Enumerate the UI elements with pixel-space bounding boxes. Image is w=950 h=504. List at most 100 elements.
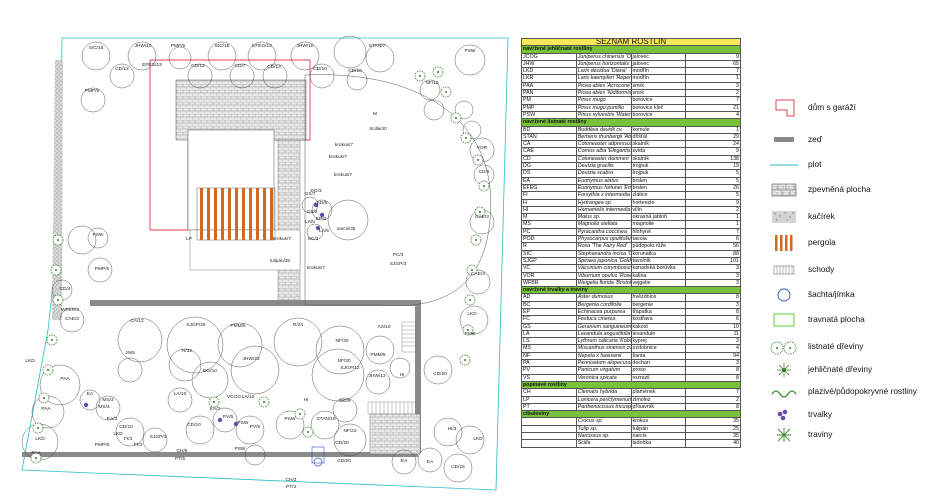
planting-bed-circle [168, 348, 202, 382]
plant-latin-name: Larix decidua 'Diana' [575, 67, 632, 76]
plant-symbols [30, 66, 490, 464]
tree-center [51, 339, 53, 341]
planting-bed-circle [389, 357, 411, 379]
legend-label: pergola [808, 237, 836, 247]
plant-code: SJGP [521, 256, 577, 266]
tree-center [299, 413, 301, 415]
plant-code: PSW [521, 110, 577, 120]
plant-latin-name: Larix kaempferi 'Repens' [575, 74, 632, 83]
lawn [304, 74, 492, 306]
legend-item: zeď [760, 130, 950, 150]
plant-label: PMP/5 [95, 442, 110, 448]
plant-quantity: 5 [685, 169, 741, 178]
plant-czech-name: přísavník [630, 402, 687, 412]
tree-center [477, 159, 479, 161]
plant-latin-name: Pyracantha coccinea [575, 227, 632, 237]
plant-label: VCOG [227, 394, 241, 400]
planting-bed-circle [465, 269, 491, 295]
plant-label: LKD [473, 436, 483, 442]
tree-center [47, 369, 49, 371]
category-label: navržené trvalky a traviny [521, 286, 741, 295]
planting-bed-circle [454, 44, 486, 76]
plant-latin-name: Picea abies 'Acrocone' [575, 81, 632, 91]
plant-quantity: 7 [685, 388, 741, 397]
plant-quantity: 8 [685, 307, 741, 317]
tree-center [464, 359, 466, 361]
tree-center [437, 71, 439, 73]
planting-bed-circle [81, 41, 111, 71]
planting-bed-circle [212, 407, 238, 433]
table-title-row: SEZNAM ROSTLIN [521, 37, 741, 47]
planting-bed-circle [423, 99, 445, 121]
plant-quantity: 10 [685, 322, 741, 331]
plant-czech-name: svída [630, 147, 687, 156]
plant-quantity: 3 [685, 264, 741, 273]
planting-bed-circle [459, 305, 489, 335]
table-title: SEZNAM ROSTLIN [521, 37, 741, 47]
tree-center [445, 91, 447, 93]
wall-bottom [22, 452, 418, 457]
planting-bed-circle [217, 322, 263, 368]
plant-quantity: 35 [685, 432, 741, 441]
perennial-symbol [83, 402, 89, 408]
tree-center [419, 75, 421, 77]
plant-latin-name: Lavandula angustifolia [575, 329, 632, 339]
plant-quantity: 5 [685, 176, 741, 185]
plant-label: CD/4 [60, 286, 71, 292]
plant-code: PV [521, 366, 577, 375]
planting-bed-circle [346, 69, 368, 91]
plant-quantity: 138 [685, 154, 741, 164]
plant-label: JHW/13 [368, 373, 385, 379]
tree-center [475, 239, 477, 241]
plant-czech-name: modřín [630, 67, 687, 76]
plant-quantity: 1 [685, 213, 741, 222]
plant-code: DG [521, 162, 577, 171]
plant-label: JHW/10 [296, 43, 313, 49]
plant-latin-name: Pinus mugo [575, 96, 632, 105]
plant-label: CAE/3 [475, 214, 489, 220]
planting-bed-circle [117, 357, 143, 383]
plant-latin-name: Stephanandra incisa 'Crispa' [575, 249, 632, 258]
planting-bed-circle [455, 425, 485, 455]
plant-label: krokus/7 [334, 172, 352, 178]
plant-latin-name: Pennisetum alopecuroides [575, 359, 632, 368]
plant-label: NF/13 [425, 80, 438, 86]
plant-czech-name: smrk [630, 81, 687, 91]
stairs-icon [773, 265, 795, 275]
plant-label: PMP/5 [95, 266, 110, 272]
plant-code: CH [521, 388, 577, 397]
tree-center [37, 427, 39, 429]
plant-code: GS [521, 322, 577, 331]
plant-code: BD [521, 125, 577, 134]
plant-latin-name: Crocus sp. [575, 417, 632, 426]
plant-label: narcis/35 [337, 226, 356, 231]
wall-icon [774, 137, 794, 142]
plant-czech-name: ladoňka [630, 439, 687, 448]
plant-czech-name: dochan [630, 359, 687, 368]
plant-label: HI [304, 397, 309, 403]
paving-icon [771, 183, 797, 197]
plant-label: SJGP/3 [150, 434, 167, 440]
plant-quantity: 26 [685, 183, 741, 193]
plant-label: CAE/3 [65, 316, 79, 322]
plant-latin-name: Euonymus fortunei 'Emerald'n Gaiety' [575, 183, 632, 193]
plant-label: STAN/10 [316, 416, 335, 422]
plant-czech-name: krokus [630, 417, 687, 426]
plant-quantity: 1 [685, 74, 741, 83]
plant-latin-name: Buddleia davidii cv. [575, 125, 632, 134]
plant-label: NF/30 [335, 338, 348, 344]
plant-czech-name: okrasná jabloň [630, 213, 687, 222]
plant-czech-name: půdopokr.růže [630, 242, 687, 251]
